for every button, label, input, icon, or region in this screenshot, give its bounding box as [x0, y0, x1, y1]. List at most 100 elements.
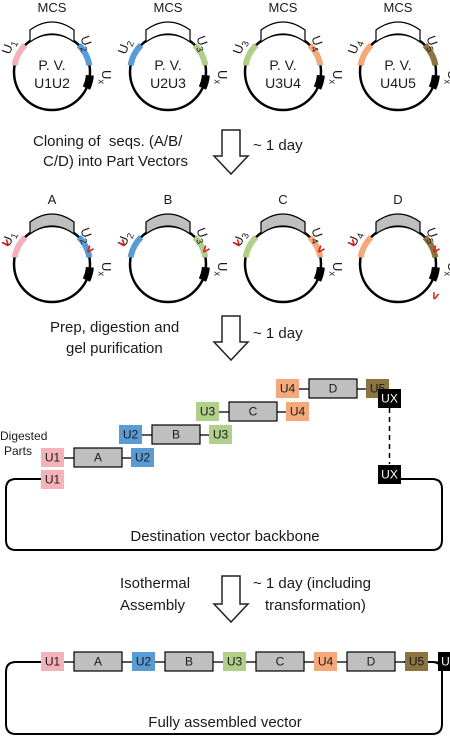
- left-overlap-segment: [242, 43, 259, 67]
- right-overlap-segment: [76, 235, 93, 259]
- step-2: Prep, digestion and gel purification ~ 1…: [50, 315, 303, 362]
- assembled-item-3: U2: [132, 652, 155, 671]
- left-overlap-segment: [242, 235, 259, 259]
- digested-label-line1: Digested: [0, 429, 47, 443]
- right-u-label-sub: 2: [78, 45, 89, 53]
- assembled-item-9-text: U5: [409, 655, 425, 669]
- insert-region: [29, 213, 75, 236]
- assembled-item-5-text: U3: [227, 655, 243, 669]
- part-vector-4: U4U5UxMCSP. V.U4U5: [344, 0, 450, 112]
- plasmid-backbone: [243, 224, 323, 304]
- ux-label: Ux: [327, 262, 345, 276]
- vector-name-line2: U2U3: [150, 75, 186, 91]
- ux-label-main: U: [330, 262, 345, 271]
- step-1-line2: C/D) into Part Vectors: [43, 153, 188, 170]
- assembled-item-5-box: [223, 652, 246, 671]
- assembled-item-9: U5: [405, 652, 428, 671]
- right-overlap-segment: [76, 43, 93, 67]
- fragment-1-right-box: [131, 448, 154, 467]
- ux-segment: [82, 266, 94, 282]
- assembled-item-8: D: [346, 651, 396, 672]
- backbone-label: Destination vector backbone: [130, 528, 319, 545]
- backbone-ux-box: [378, 465, 401, 484]
- ux-segment: [313, 74, 325, 90]
- fragment-2-left-text: U2: [123, 428, 139, 442]
- assembled-item-1: U1: [41, 652, 64, 671]
- fragment-2-right-text: U3: [213, 428, 229, 442]
- fragment-1-right: U2: [131, 448, 154, 467]
- fragment-2-part-box: [151, 424, 201, 445]
- left-u-label: U4: [344, 229, 366, 249]
- step-3: Isothermal Assembly ~ 1 day (including t…: [120, 575, 371, 624]
- fragment-1-part-text: A: [94, 451, 102, 465]
- mcs-label: MCS: [384, 0, 413, 15]
- step-1: Cloning of seqs. (A/B/ C/D) into Part Ve…: [33, 129, 303, 176]
- ux-label-main: U: [99, 70, 114, 79]
- ux-label-sub: x: [212, 79, 222, 84]
- assembled-item-8-text: D: [367, 655, 376, 669]
- assembled-item-5: U3: [223, 652, 246, 671]
- fragment-1-part-box: [73, 447, 123, 468]
- ux-label-sub: x: [327, 79, 337, 84]
- step-3-line2: Assembly: [120, 597, 186, 614]
- assembled-item-7-box: [314, 652, 337, 671]
- vector-name-line2: U3U4: [265, 75, 301, 91]
- vector-name-line1: P. V.: [269, 57, 296, 73]
- step-3-line1: Isothermal: [120, 575, 190, 592]
- ux-label: Ux: [212, 70, 230, 84]
- assembled-item-9-box: [405, 652, 428, 671]
- assembled-item-6-text: C: [276, 655, 285, 669]
- right-u-label-sub: 4: [309, 45, 320, 53]
- assembled-item-10-text: UX: [441, 655, 450, 669]
- assembled-item-4-text: B: [185, 655, 193, 669]
- assembled-item-10: UX: [438, 652, 450, 671]
- step-1-line1: Cloning of seqs. (A/B/: [33, 133, 183, 150]
- fragment-4-part: D: [308, 378, 358, 399]
- left-overlap-segment: [127, 43, 144, 67]
- mcs-label: MCS: [269, 0, 298, 15]
- assembled-item-3-box: [132, 652, 155, 671]
- assembled-label: Fully assembled vector: [148, 714, 301, 731]
- fragment-3-part-box: [228, 401, 278, 422]
- backbone-u1-box: [41, 470, 64, 489]
- right-u-label-sub: 3: [194, 237, 205, 245]
- left-u-label: U1: [0, 37, 20, 57]
- assembled-vector-section: U1AU2BU3CU4DU5UXFully assembled vector: [5, 651, 450, 735]
- right-u-label-sub: 3: [194, 45, 205, 53]
- fragment-2-part: B: [151, 424, 201, 445]
- fragment-3-left: U3: [196, 402, 219, 421]
- ux-label-sub: x: [96, 271, 106, 276]
- fragment-2-part-text: B: [172, 428, 180, 442]
- left-u-label-sub: 1: [9, 40, 20, 48]
- assembled-item-1-text: U1: [45, 655, 61, 669]
- left-u-label-sub: 3: [240, 232, 251, 240]
- step-3-time-line2: transformation): [265, 597, 366, 614]
- vector-name-line2: U4U5: [380, 75, 416, 91]
- backbone-ux: UX: [378, 465, 401, 484]
- step-3-time-line1: ~ 1 day (including: [253, 575, 371, 592]
- vector-name-line1: P. V.: [38, 57, 65, 73]
- ux-label-main: U: [330, 70, 345, 79]
- fragment-1-part: A: [73, 447, 123, 468]
- left-u-label: U2: [114, 37, 136, 57]
- plasmid-backbone: [12, 224, 92, 304]
- backbone-u1-text: U1: [45, 473, 61, 487]
- left-u-label-sub: 2: [125, 232, 136, 240]
- step-1-arrow: [212, 129, 250, 176]
- left-u-label: U1: [0, 229, 20, 249]
- fragment-4-part-text: D: [329, 382, 338, 396]
- step-2-time: ~ 1 day: [253, 325, 303, 342]
- fragment-3-left-box: [196, 402, 219, 421]
- insert-label: C: [278, 192, 287, 207]
- mcs-region: [375, 21, 421, 44]
- ux-label-main: U: [99, 262, 114, 271]
- fragment-1-left: U1: [41, 448, 64, 467]
- ux-label: Ux: [442, 262, 450, 276]
